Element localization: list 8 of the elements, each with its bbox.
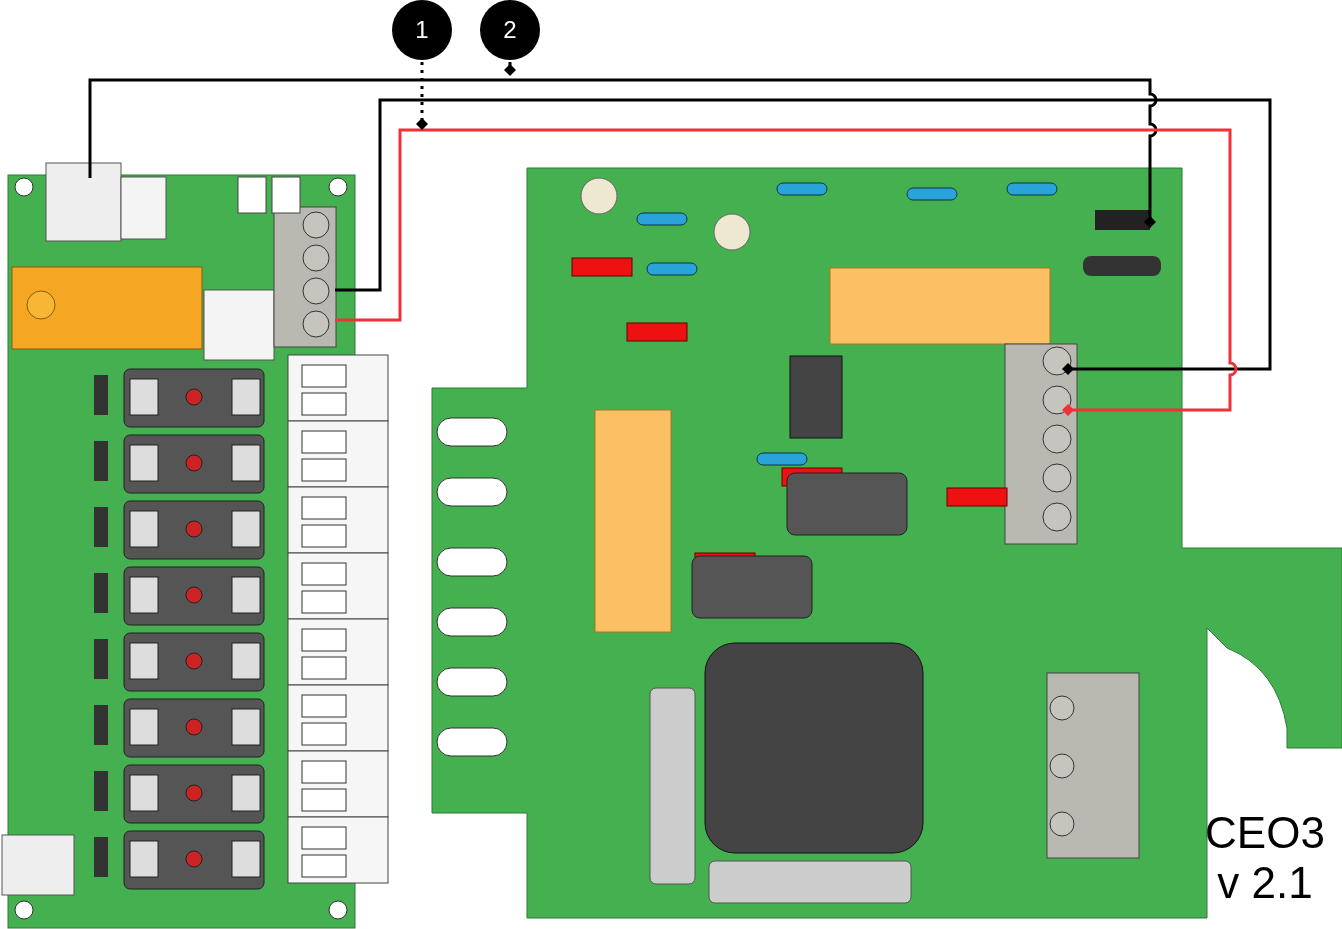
wire: [335, 98, 1272, 375]
wire: [88, 78, 1158, 228]
callout-number: 2: [480, 0, 540, 60]
board-version-label: CEO3 v 2.1: [1204, 808, 1326, 908]
leader-line: [416, 62, 428, 130]
wire: [335, 128, 1237, 416]
leader-line: [504, 62, 516, 76]
callout-number: 1: [392, 0, 452, 60]
